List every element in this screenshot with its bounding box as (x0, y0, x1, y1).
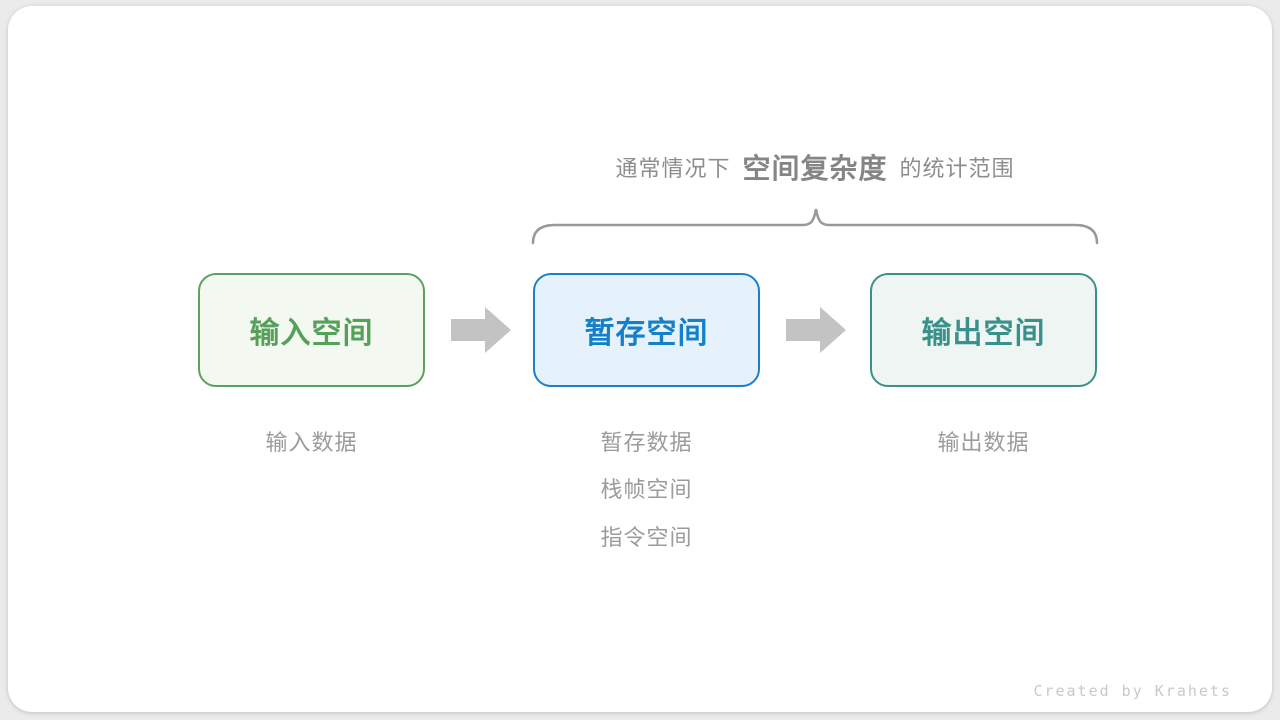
annotation-prefix: 通常情况下 (615, 156, 731, 181)
annotation-title: 通常情况下 空间复杂度 的统计范围 (532, 144, 1098, 190)
box-temp-space: 暂存空间 (533, 273, 760, 387)
annotation-highlight: 空间复杂度 (742, 153, 888, 184)
sublabel-instruction-space: 指令空间 (600, 525, 693, 550)
diagram-card: 通常情况下 空间复杂度 的统计范围 输入空间 暂存空间 输出空间 输入数据 暂存… (8, 6, 1272, 712)
right-arrow-icon (451, 307, 511, 353)
sublabel-temp-data: 暂存数据 (600, 430, 693, 455)
box-input-space-label: 输入空间 (249, 317, 374, 350)
box-input-space: 输入空间 (198, 273, 425, 387)
sublabel-stack-frame-space: 栈帧空间 (600, 477, 693, 502)
right-arrow-icon (786, 307, 846, 353)
sublabel-output-data: 输出数据 (937, 430, 1030, 455)
sublabel-input-data: 输入数据 (265, 430, 358, 455)
over-brace-icon (531, 208, 1099, 245)
box-output-space: 输出空间 (870, 273, 1097, 387)
box-output-space-label: 输出空间 (921, 317, 1046, 350)
annotation-suffix: 的统计范围 (899, 156, 1015, 181)
box-temp-space-label: 暂存空间 (584, 317, 709, 350)
credit-text: Created by Krahets (1033, 682, 1232, 700)
